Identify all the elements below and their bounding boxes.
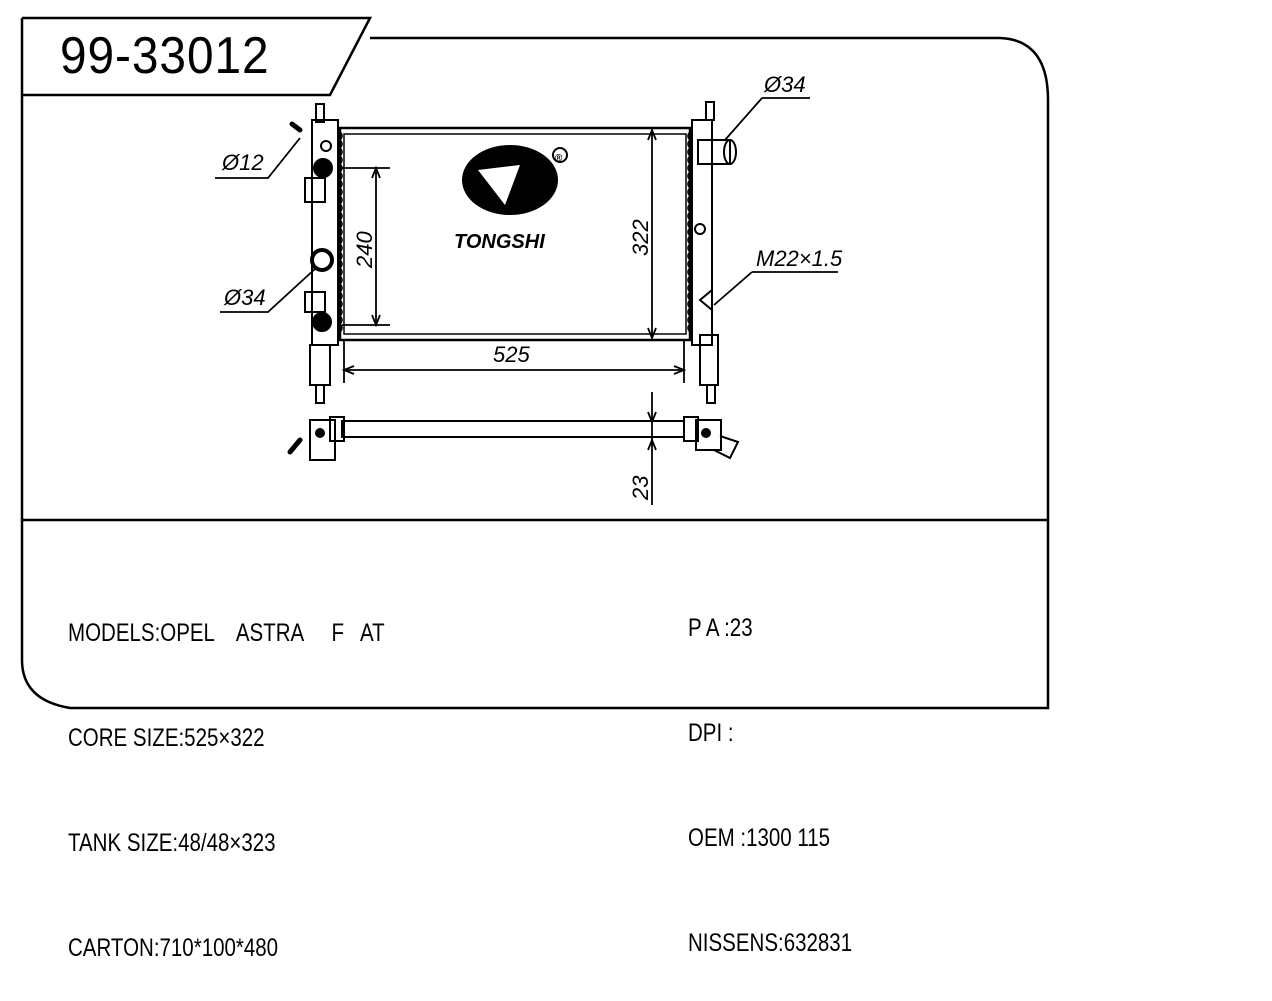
dim-thread: M22×1.5	[756, 246, 843, 271]
dim-inlet-left: Ø12	[221, 150, 264, 175]
dim-outlet-left: Ø34	[223, 285, 266, 310]
radiator-core	[338, 126, 692, 342]
part-number: 99-33012	[60, 27, 270, 85]
radiator-drawing: Ø12 Ø34 Ø34 M22×1.5 525 240 322 23 TONGS…	[20, 16, 1050, 710]
frame-border	[20, 16, 1050, 710]
dim-core-inner: 240	[352, 231, 377, 269]
spec-dpi: DPI :	[688, 719, 734, 747]
logo-text: TONGSHI	[454, 231, 545, 253]
spec-models: MODELS:OPEL ASTRA F AT	[68, 619, 385, 647]
dim-core-height: 322	[628, 219, 653, 256]
specs-left: MODELS:OPEL ASTRA F AT CORE SIZE:525×322…	[68, 546, 385, 1001]
spec-nissens: NISSENS:632831	[688, 929, 853, 957]
left-tank	[289, 103, 339, 404]
registered-mark: ®	[555, 153, 563, 164]
dim-thickness: 23	[628, 475, 653, 501]
spec-core-size: CORE SIZE:525×322	[68, 724, 265, 752]
right-tank	[691, 101, 737, 404]
spec-carton: CARTON:710*100*480	[68, 934, 279, 962]
dim-inlet-right: Ø34	[763, 72, 806, 97]
radiator-top-view	[287, 416, 740, 461]
specs-right: P A :23 DPI : OEM :1300 115 NISSENS:6328…	[688, 541, 852, 996]
dim-core-width: 525	[493, 342, 530, 367]
spec-oem: OEM :1300 115	[688, 824, 831, 852]
spec-pa: P A :23	[688, 614, 753, 642]
spec-tank-size: TANK SIZE:48/48×323	[68, 829, 276, 857]
